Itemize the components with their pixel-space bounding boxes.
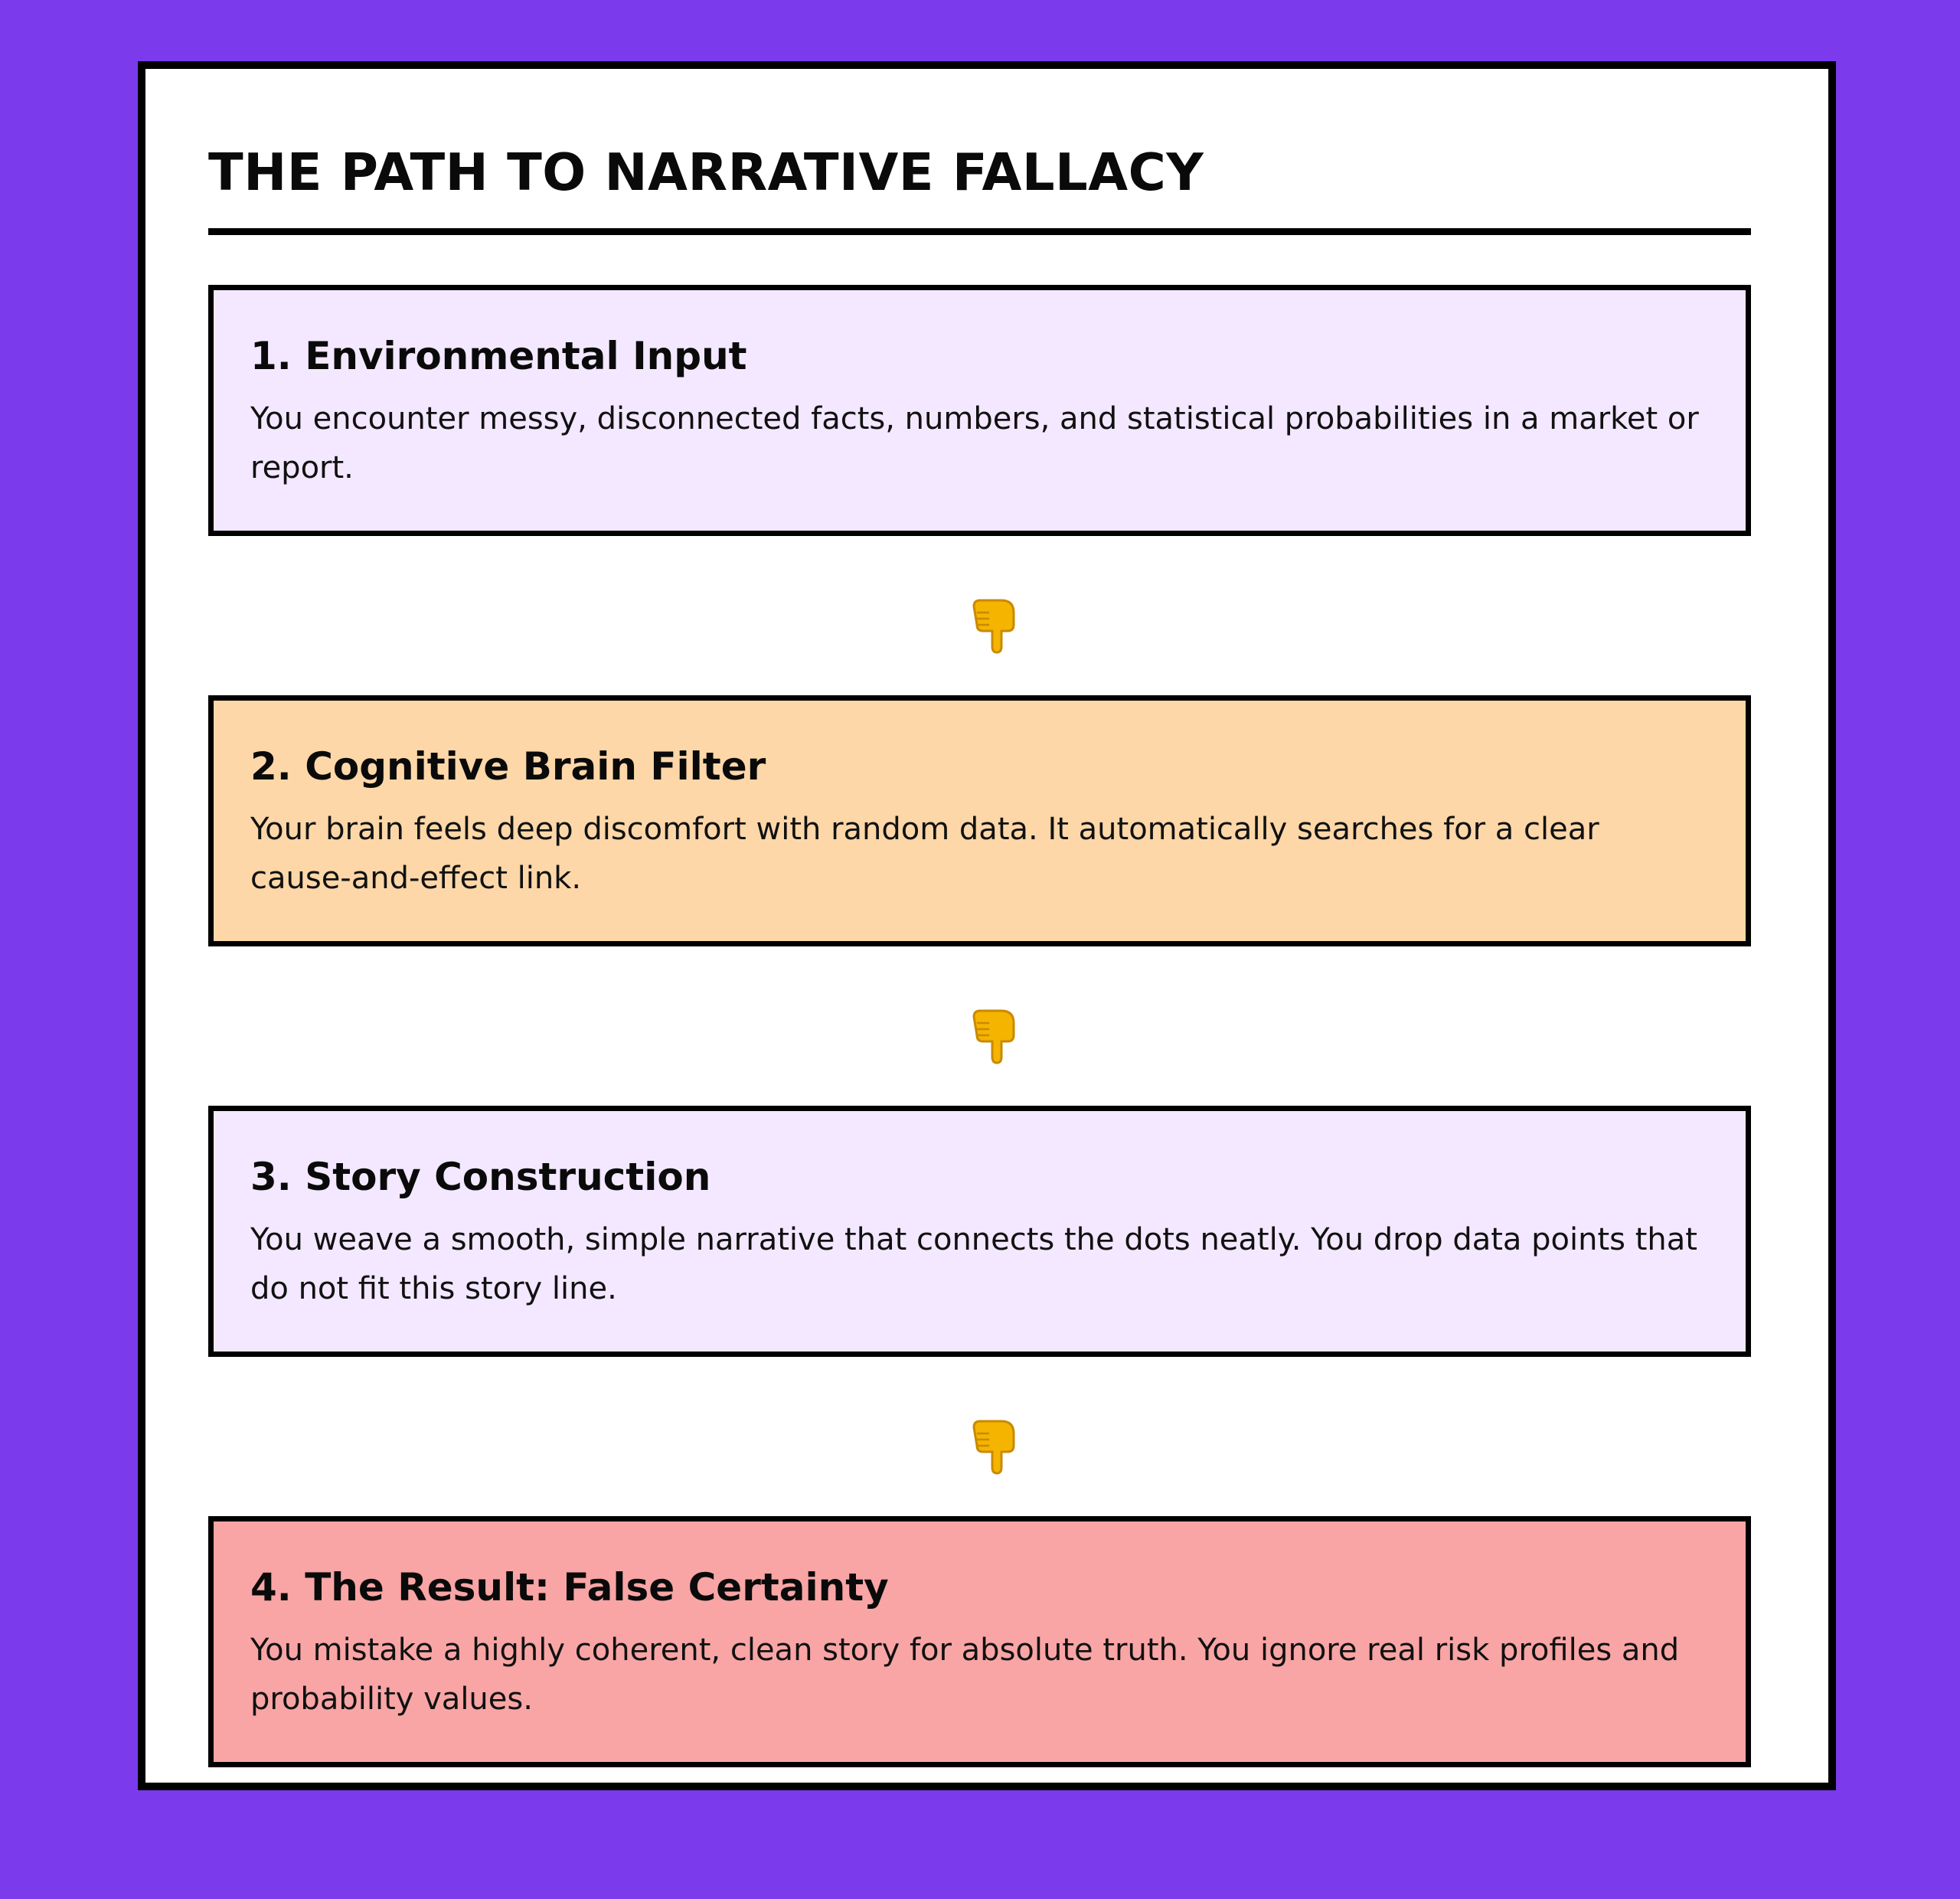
step-title: 2. Cognitive Brain Filter <box>250 744 766 789</box>
step-false-certainty: 4. The Result: False Certainty You mista… <box>208 1516 1751 1767</box>
step-description: You encounter messy, disconnected facts,… <box>250 401 1699 485</box>
title-divider <box>208 228 1751 235</box>
step-title: 1. Environmental Input <box>250 334 747 378</box>
step-cognitive-brain-filter: 2. Cognitive Brain Filter Your brain fee… <box>208 695 1751 946</box>
pointing-down-hand-icon <box>942 1407 1049 1484</box>
step-title: 3. Story Construction <box>250 1155 711 1199</box>
step-title: 4. The Result: False Certainty <box>250 1565 889 1610</box>
pointing-down-hand-icon <box>942 587 1049 663</box>
diagram-card: THE PATH TO NARRATIVE FALLACY 1. Environ… <box>138 61 1836 1790</box>
pointing-down-hand-icon <box>942 997 1049 1074</box>
step-description: You weave a smooth, simple narrative tha… <box>250 1222 1697 1306</box>
step-environmental-input: 1. Environmental Input You encounter mes… <box>208 285 1751 536</box>
page-title: THE PATH TO NARRATIVE FALLACY <box>208 142 1204 202</box>
step-story-construction: 3. Story Construction You weave a smooth… <box>208 1106 1751 1357</box>
step-description: Your brain feels deep discomfort with ra… <box>250 812 1599 896</box>
step-description: You mistake a highly coherent, clean sto… <box>250 1633 1680 1717</box>
